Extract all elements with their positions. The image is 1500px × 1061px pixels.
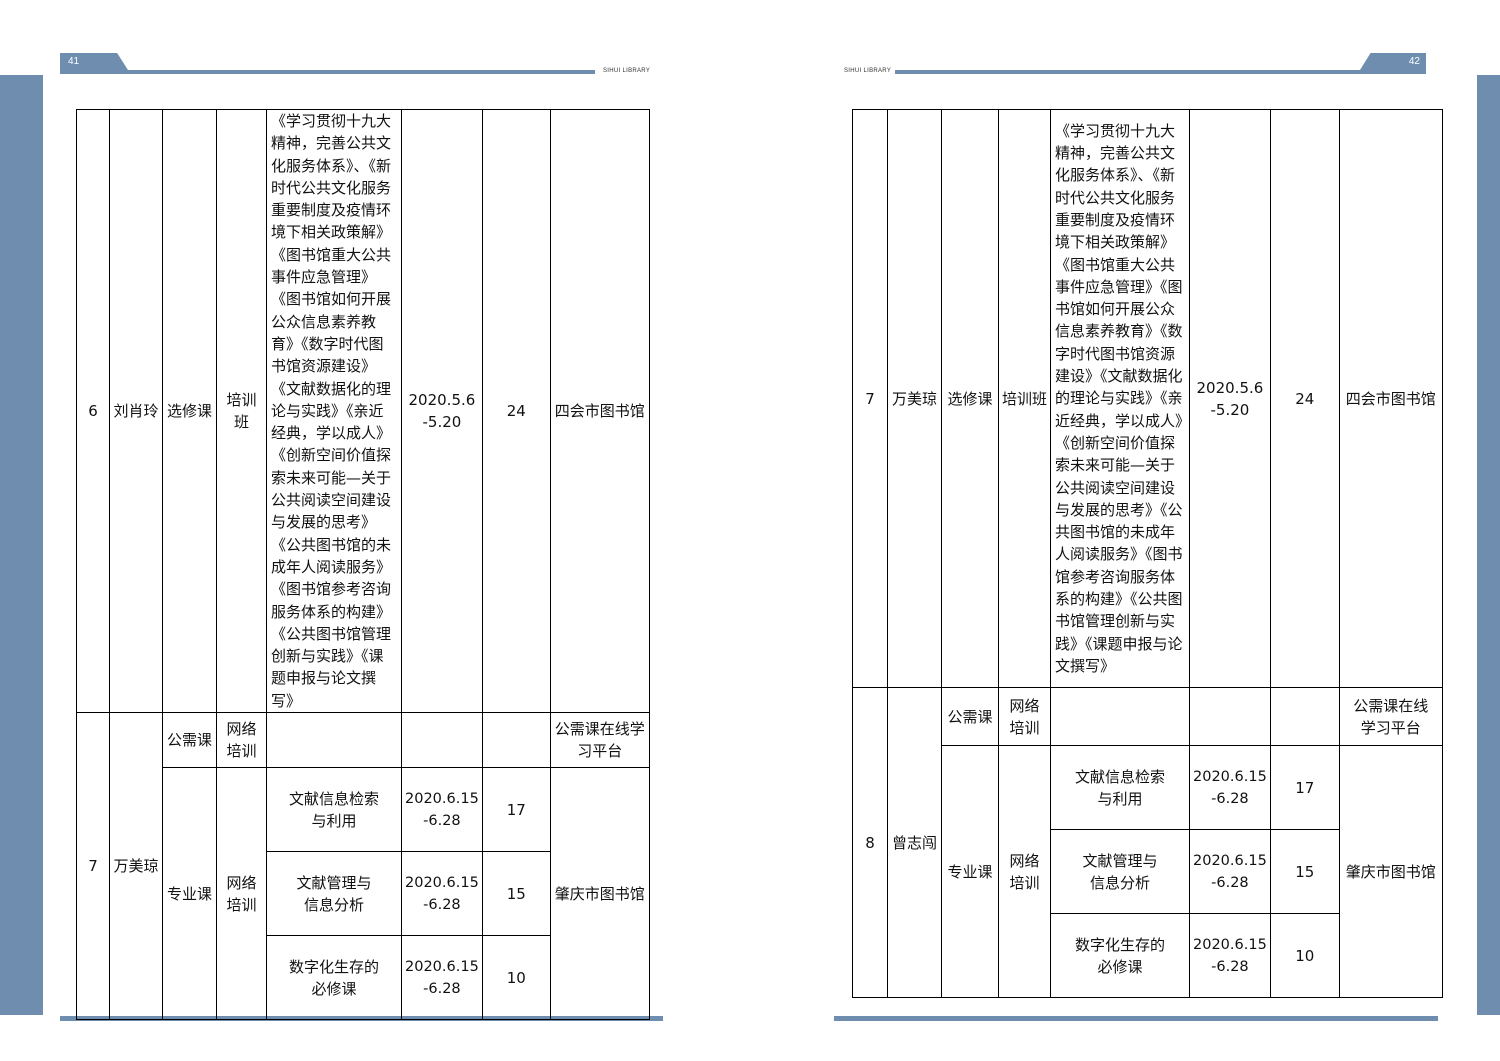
training-form: 网络 培训 <box>998 687 1051 746</box>
course-type: 选修课 <box>162 108 217 714</box>
trainee-name: 万美琼 <box>109 712 163 1021</box>
running-head-right: SIHUI LIBRARY <box>844 68 892 74</box>
training-org: 肇庆市图书馆 <box>549 767 650 1021</box>
training-org: 四会市图书馆 <box>1338 109 1443 688</box>
training-org: 四会市图书馆 <box>549 108 650 714</box>
running-head-left: SIHUI LIBRARY <box>603 68 651 74</box>
course-type: 专业课 <box>162 767 217 1021</box>
training-date-empty <box>1189 687 1271 746</box>
page-number-left: 41 <box>60 53 128 70</box>
training-hours: 24 <box>481 108 551 714</box>
course-content: 数字化生存的 必修课 <box>1050 913 1190 998</box>
training-date-empty <box>401 712 483 769</box>
table-row: 8 曾志闯 公需课 网络 培训 公需课在线 学习平台 <box>852 687 1443 998</box>
training-date: 2020.6.15 -6.28 <box>401 851 483 937</box>
training-org: 公需课在线学 习平台 <box>549 712 650 769</box>
table-row: 数字化生存的 必修课 2020.6.15 -6.28 10 <box>77 935 650 1021</box>
training-form: 网络 培训 <box>216 767 267 1021</box>
table-row: 专业课 网络 培训 文献信息检索 与利用 2020.6.15 -6.28 17 … <box>853 745 1443 998</box>
training-table-left: 6 刘肖玲 选修课 培训班 《学习贯彻十九大精神，完善公共文化服务体系》、《新时… <box>76 108 650 1021</box>
training-date: 2020.6.15 -6.28 <box>401 935 483 1021</box>
training-date: 2020.6.15 -6.28 <box>1189 913 1271 998</box>
course-type: 选修课 <box>941 109 999 688</box>
training-table-right: 7 万美琼 选修课 培训班 《学习贯彻十九大精神，完善公共文化服务体系》、《新时… <box>852 109 1443 998</box>
table-row: 数字化生存的 必修课 2020.6.15 -6.28 10 <box>853 913 1443 998</box>
course-content: 文献信息检索 与利用 <box>1050 745 1190 830</box>
course-content: 文献管理与 信息分析 <box>266 851 402 937</box>
right-margin-bar <box>1477 75 1500 1015</box>
training-date: 2020.6.15 -6.28 <box>401 767 483 853</box>
footer-rule-right <box>834 1016 1438 1021</box>
table-row: 7 万美琼 公需课 网络 培训 公需课在线学 习平台 <box>76 712 650 1021</box>
row-number: 8 <box>852 687 888 998</box>
course-type: 公需课 <box>941 687 999 746</box>
training-hours-empty <box>481 712 551 769</box>
page-number-right: 42 <box>1360 53 1426 70</box>
training-date: 2020.5.6 -5.20 <box>1189 109 1271 688</box>
row-number: 7 <box>76 712 110 1021</box>
training-hours: 24 <box>1269 109 1340 688</box>
training-form: 网络 培训 <box>216 712 267 769</box>
training-hours-empty <box>1269 687 1340 746</box>
training-date: 2020.6.15 -6.28 <box>1189 829 1271 914</box>
table-row: 文献管理与 信息分析 2020.6.15 -6.28 15 <box>77 851 650 937</box>
course-content: 文献信息检索 与利用 <box>266 767 402 853</box>
course-content: 《学习贯彻十九大精神，完善公共文化服务体系》、《新时代公共文化服务重要制度及疫情… <box>1050 109 1190 688</box>
trainee-name: 万美琼 <box>887 109 942 688</box>
header-rule-right <box>895 70 1426 74</box>
course-content: 文献管理与 信息分析 <box>1050 829 1190 914</box>
training-hours: 10 <box>1269 913 1340 998</box>
training-form: 网络 培训 <box>998 745 1051 998</box>
course-type: 专业课 <box>941 745 999 998</box>
training-hours: 17 <box>1269 745 1340 830</box>
table-row: 专业课 网络 培训 文献信息检索 与利用 2020.6.15 -6.28 17 … <box>77 767 650 1021</box>
table-row: 7 万美琼 选修课 培训班 《学习贯彻十九大精神，完善公共文化服务体系》、《新时… <box>852 109 1443 688</box>
training-date: 2020.5.6 -5.20 <box>401 108 483 714</box>
trainee-name: 曾志闯 <box>887 687 942 998</box>
row-number: 6 <box>76 108 110 714</box>
header-rule-left <box>60 70 595 74</box>
course-content-empty <box>1050 687 1190 746</box>
row-number: 7 <box>852 109 888 688</box>
table-row: 6 刘肖玲 选修课 培训班 《学习贯彻十九大精神，完善公共文化服务体系》、《新时… <box>76 108 650 714</box>
training-date: 2020.6.15 -6.28 <box>1189 745 1271 830</box>
training-form: 培训班 <box>216 108 267 714</box>
training-form: 培训班 <box>998 109 1051 688</box>
course-type: 公需课 <box>162 712 217 769</box>
course-content-empty <box>266 712 402 769</box>
training-org: 公需课在线 学习平台 <box>1338 687 1443 746</box>
training-hours: 10 <box>481 935 551 1021</box>
table-row: 文献管理与 信息分析 2020.6.15 -6.28 15 <box>853 829 1443 914</box>
course-content: 《学习贯彻十九大精神，完善公共文化服务体系》、《新时代公共文化服务重要制度及疫情… <box>266 108 402 714</box>
training-org: 肇庆市图书馆 <box>1338 745 1443 998</box>
training-hours: 17 <box>481 767 551 853</box>
training-hours: 15 <box>1269 829 1340 914</box>
left-margin-bar <box>0 75 43 1015</box>
trainee-name: 刘肖玲 <box>109 108 163 714</box>
training-hours: 15 <box>481 851 551 937</box>
course-content: 数字化生存的 必修课 <box>266 935 402 1021</box>
